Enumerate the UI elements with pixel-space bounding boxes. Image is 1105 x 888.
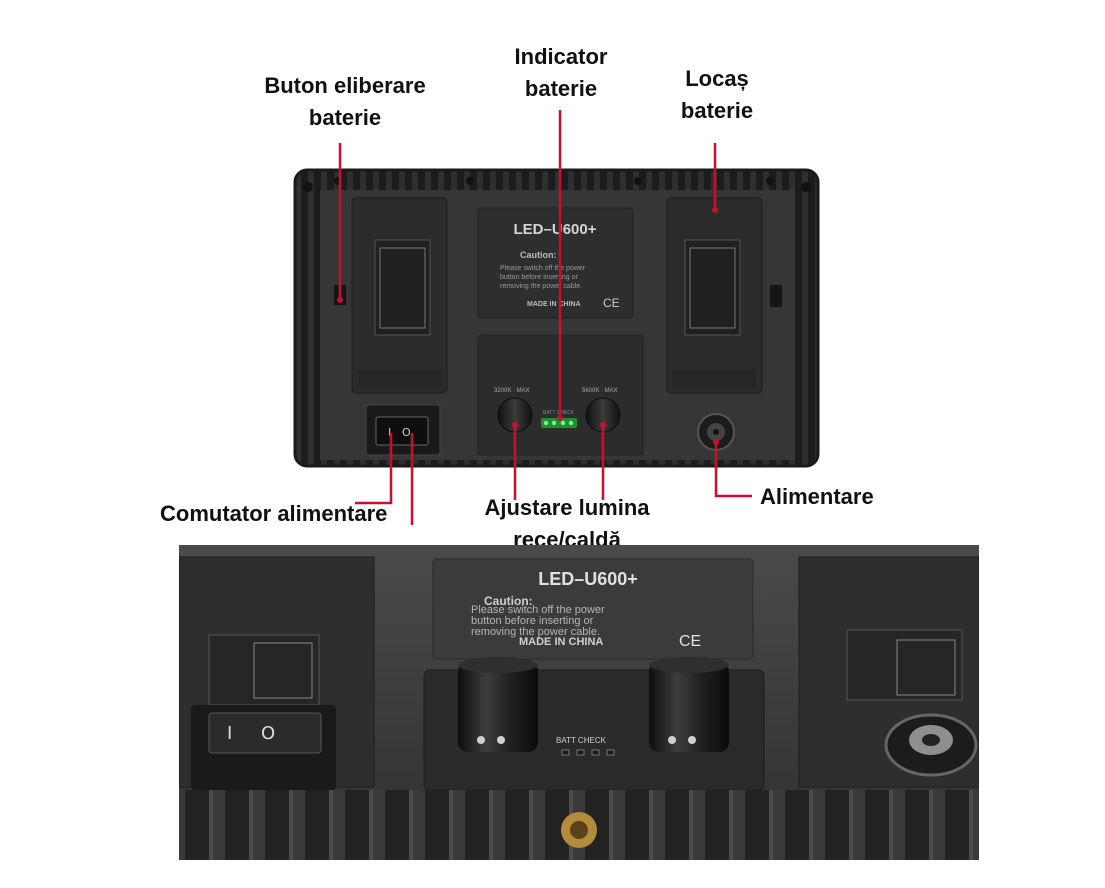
caution-line-3-closeup: removing the power cable. (471, 626, 600, 638)
model-label-closeup: LED–U600+ (538, 569, 638, 589)
made-in-top: MADE IN CHINA (527, 301, 581, 308)
caution-line-2-closeup: button before inserting or (471, 615, 594, 627)
power-switch-closeup: I O (191, 705, 336, 790)
knob-left-closeup (458, 657, 538, 752)
dc-power-input (697, 413, 735, 451)
callout-power-switch: Comutator alimentare (160, 501, 388, 526)
leader-lines (338, 110, 752, 525)
left-battery-plate (351, 197, 448, 394)
caution-title-closeup: Caution: (484, 594, 533, 608)
batt-check-label-closeup: BATT CHECK (556, 736, 607, 745)
tripod-mount (561, 812, 597, 848)
caution-line-2-top: button before inserting or (500, 274, 578, 281)
battery-sticker-right (846, 629, 963, 701)
callout-power-input: Alimentare (760, 484, 874, 509)
caution-line-3-top: removing the power cable. (500, 283, 582, 290)
center-label-closeup (432, 558, 754, 660)
caution-line-1-closeup: Please switch off the power (471, 604, 605, 616)
right-battery-slot (666, 197, 763, 394)
caution-line-1-top: Please switch off the power (500, 265, 586, 272)
battery-sticker-left (208, 634, 320, 706)
dc-connector-closeup (884, 713, 978, 777)
battery-indicator-leds (541, 418, 577, 428)
ce-mark-top: CE (603, 296, 620, 310)
knob-left-label-top: 3200K · MAX (494, 388, 530, 394)
svg-text:O: O (402, 426, 411, 439)
svg-text:I: I (227, 723, 232, 744)
battery-indicator-closeup (561, 749, 615, 756)
caution-title-top: Caution: (520, 250, 557, 260)
device-closeup: LED–U600+ Caution: Please switch off the… (179, 545, 979, 860)
svg-text:O: O (261, 723, 275, 744)
knob-right-closeup (649, 657, 729, 752)
knob-right-label-top: 5600K · MAX (582, 388, 618, 394)
ce-mark-closeup: CE (679, 633, 701, 650)
made-in-closeup: MADE IN CHINA (519, 636, 603, 648)
device-back-panel: LED–U600+ Caution: Please switch off the… (293, 110, 820, 525)
model-label-top: LED–U600+ (514, 221, 597, 238)
power-switch: I O (365, 404, 441, 456)
svg-text:I: I (388, 426, 391, 439)
center-label (477, 207, 634, 319)
